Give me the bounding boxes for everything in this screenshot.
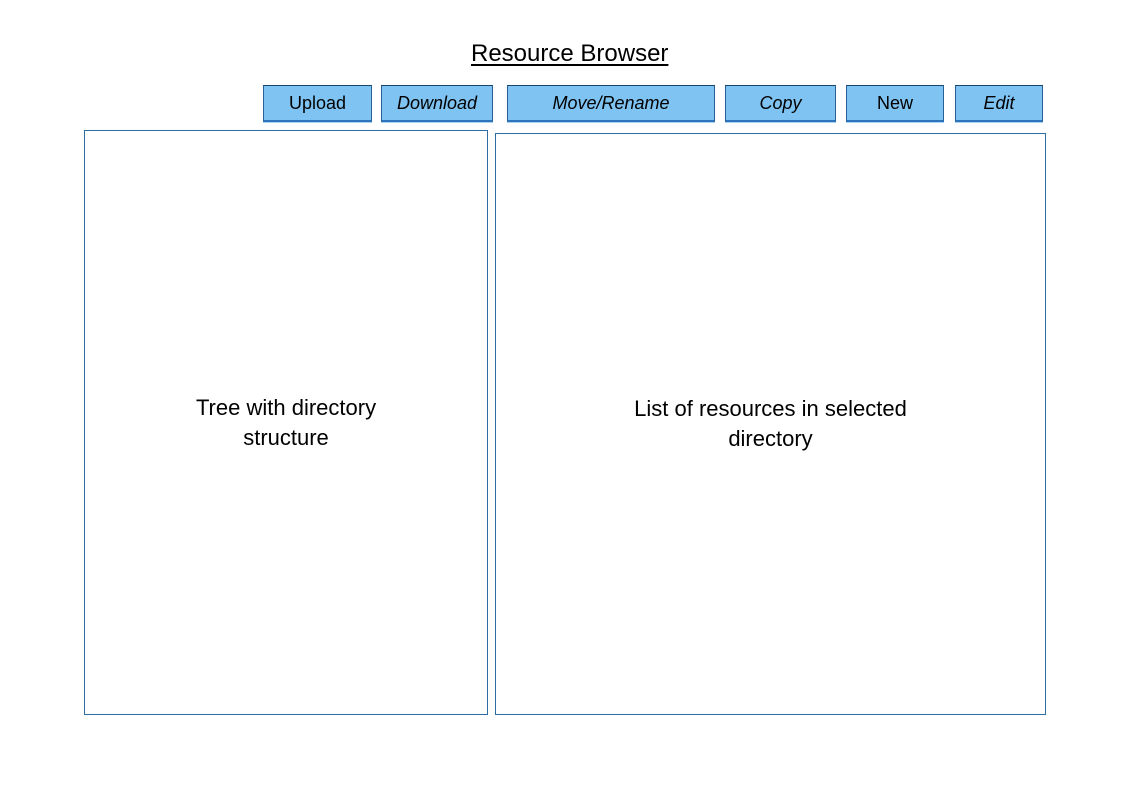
copy-button[interactable]: Copy	[725, 85, 836, 122]
edit-button[interactable]: Edit	[955, 85, 1043, 122]
directory-tree-panel[interactable]: Tree with directory structure	[84, 130, 488, 715]
tree-panel-label: Tree with directory structure	[195, 394, 377, 450]
list-panel-label: List of resources in selected directory	[634, 396, 907, 451]
page-title: Resource Browser	[471, 40, 669, 67]
upload-button[interactable]: Upload	[263, 85, 372, 122]
resource-list-panel[interactable]: List of resources in selected directory	[495, 133, 1046, 715]
new-button[interactable]: New	[846, 85, 944, 122]
move-rename-button[interactable]: Move/Rename	[507, 85, 715, 122]
download-button[interactable]: Download	[381, 85, 493, 122]
